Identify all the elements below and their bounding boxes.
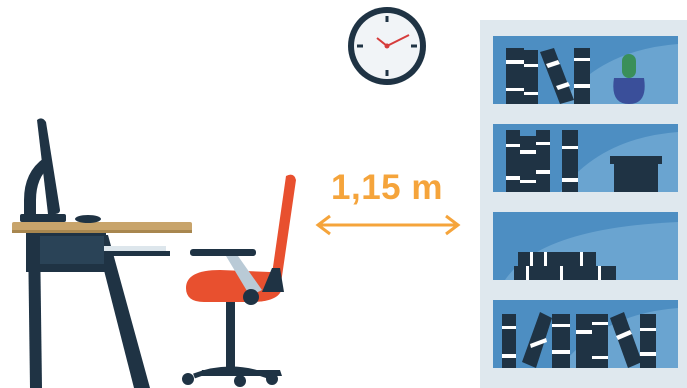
- potted-cactus-icon: [613, 54, 645, 104]
- bookshelf-icon: [480, 20, 687, 388]
- wall-clock-icon: [348, 7, 426, 85]
- office-chair-icon: [182, 174, 296, 387]
- storage-box-icon: [610, 156, 662, 192]
- desk-icon: [12, 222, 192, 388]
- distance-label: 1,15 m: [331, 168, 443, 207]
- monitor-icon: [20, 118, 101, 223]
- double-arrow-icon: [315, 214, 461, 236]
